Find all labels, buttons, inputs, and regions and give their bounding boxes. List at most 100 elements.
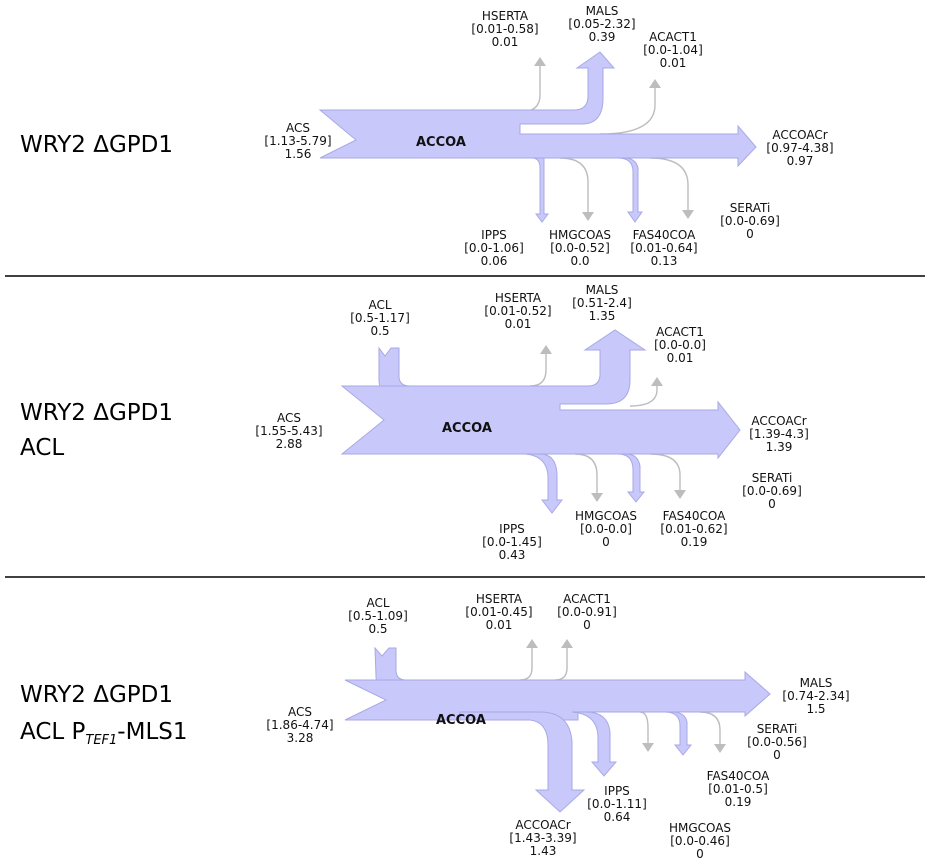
thin-flow-heads [534, 57, 694, 221]
flux-label-hserta: HSERTA [0.01-0.45] 0.01 [465, 592, 532, 632]
svg-text:0.19: 0.19 [681, 535, 708, 549]
strain-label: ACL PTEF1-MLS1 [20, 719, 188, 748]
svg-text:0.01: 0.01 [492, 35, 519, 49]
flux-label-accoacr: ACCOACr [1.39-4.3] 1.39 [749, 414, 809, 454]
thin-flow-heads [526, 639, 726, 753]
svg-text:[0.0-0.52]: [0.0-0.52] [550, 241, 610, 255]
flux-label-fas40coa: FAS40COA [0.01-0.64] 0.13 [630, 228, 697, 268]
panel-2: WRY2 ΔGPD1 ACL ACCOA ACL [0.5-1.17] 0.5 … [20, 283, 809, 562]
svg-text:[0.0-1.11]: [0.0-1.11] [587, 797, 647, 811]
svg-text:[0.01-0.52]: [0.01-0.52] [484, 304, 551, 318]
flux-label-hmgcoas: HMGCOAS [0.0-0.0] 0 [575, 509, 637, 549]
svg-text:ACCOACr: ACCOACr [515, 818, 570, 832]
svg-text:3.28: 3.28 [287, 731, 314, 745]
ipps-flow [571, 711, 618, 777]
flux-label-ipps: IPPS [0.0-1.45] 0.43 [482, 522, 542, 562]
svg-text:[0.0-0.69]: [0.0-0.69] [742, 484, 802, 498]
svg-text:0: 0 [746, 227, 754, 241]
svg-text:0.01: 0.01 [660, 56, 687, 70]
accoacr-flow [459, 711, 586, 813]
flux-label-acs: ACS [1.86-4.74] 3.28 [266, 705, 333, 745]
svg-text:0: 0 [602, 535, 610, 549]
svg-text:0.5: 0.5 [368, 622, 387, 636]
flux-label-hmgcoas: HMGCOAS [0.0-0.46] 0 [669, 821, 731, 861]
svg-text:FAS40COA: FAS40COA [707, 769, 771, 783]
svg-text:[0.5-1.09]: [0.5-1.09] [348, 609, 408, 623]
flux-label-acact1: ACACT1 [0.0-0.91] 0 [557, 592, 617, 632]
flux-label-ipps: IPPS [0.0-1.06] 0.06 [464, 228, 524, 268]
main-flow-arrow [340, 329, 741, 460]
svg-text:ACL: ACL [368, 298, 391, 312]
fas40coa-flow [617, 157, 643, 223]
svg-text:HMGCOAS: HMGCOAS [575, 509, 637, 523]
svg-text:SERATi: SERATi [752, 471, 793, 485]
flux-label-serati: SERATi [0.0-0.56] 0 [747, 722, 807, 762]
flux-label-acs: ACS [1.13-5.79] 1.56 [264, 121, 331, 161]
fas40coa-flow [664, 711, 693, 756]
node-label: ACCOA [442, 421, 492, 436]
svg-text:IPPS: IPPS [604, 784, 630, 798]
svg-text:[0.0-1.04]: [0.0-1.04] [643, 43, 703, 57]
svg-text:[0.97-4.38]: [0.97-4.38] [766, 141, 833, 155]
svg-text:MALS: MALS [586, 4, 619, 18]
flux-label-acl: ACL [0.5-1.17] 0.5 [350, 298, 410, 338]
fas40coa-flow [617, 453, 646, 503]
svg-text:1.5: 1.5 [806, 702, 825, 716]
svg-text:ACS: ACS [288, 705, 312, 719]
flux-label-hserta: HSERTA [0.01-0.52] 0.01 [484, 291, 551, 331]
svg-text:[0.01-0.64]: [0.01-0.64] [630, 241, 697, 255]
svg-text:HMGCOAS: HMGCOAS [669, 821, 731, 835]
svg-text:[0.0-0.69]: [0.0-0.69] [720, 214, 780, 228]
svg-text:1.35: 1.35 [589, 309, 616, 323]
svg-text:[1.43-3.39]: [1.43-3.39] [509, 831, 576, 845]
main-flow-arrow [344, 670, 771, 721]
panel-1: WRY2 ΔGPD1 ACCOA ACS [1.13-5.79] 1.56 HS… [20, 4, 834, 268]
svg-text:1.56: 1.56 [285, 147, 312, 161]
svg-text:0.01: 0.01 [486, 618, 513, 632]
svg-text:ACL: ACL [366, 596, 389, 610]
svg-text:0.19: 0.19 [725, 795, 752, 809]
flux-label-accoacr: ACCOACr [1.43-3.39] 1.43 [509, 818, 576, 858]
svg-text:0.97: 0.97 [787, 154, 814, 168]
svg-text:ACCOACr: ACCOACr [751, 414, 806, 428]
thin-flow-heads [540, 345, 686, 502]
svg-text:0.01: 0.01 [667, 351, 694, 365]
flux-label-hserta: HSERTA [0.01-0.58] 0.01 [471, 9, 538, 49]
svg-text:IPPS: IPPS [481, 228, 507, 242]
svg-text:[1.86-4.74]: [1.86-4.74] [266, 718, 333, 732]
panel-3: WRY2 ΔGPD1 ACL PTEF1-MLS1 ACCOA ACL [0.5… [20, 592, 850, 861]
ipps-flow [524, 453, 564, 514]
node-label: ACCOA [416, 135, 466, 150]
strain-line: ACL P [20, 719, 86, 745]
svg-text:[0.0-1.06]: [0.0-1.06] [464, 241, 524, 255]
svg-text:0: 0 [696, 847, 704, 861]
strain-label: WRY2 ΔGPD1 [20, 132, 173, 158]
svg-text:FAS40COA: FAS40COA [633, 228, 697, 242]
promoter-subscript: TEF1 [85, 733, 117, 748]
svg-text:ACACT1: ACACT1 [649, 30, 697, 44]
flux-label-acact1: ACACT1 [0.0-1.04] 0.01 [643, 30, 703, 70]
flux-label-fas40coa: FAS40COA [0.01-0.5] 0.19 [707, 769, 771, 809]
svg-text:[0.05-2.32]: [0.05-2.32] [568, 17, 635, 31]
svg-text:ACS: ACS [277, 411, 301, 425]
svg-text:ACS: ACS [286, 121, 310, 135]
svg-text:[0.0-0.0]: [0.0-0.0] [580, 522, 632, 536]
svg-text:[1.39-4.3]: [1.39-4.3] [749, 427, 809, 441]
svg-text:ACCOACr: ACCOACr [772, 128, 827, 142]
svg-text:0.43: 0.43 [499, 548, 526, 562]
svg-text:[0.51-2.4]: [0.51-2.4] [572, 296, 632, 310]
svg-text:[0.0-0.0]: [0.0-0.0] [654, 338, 706, 352]
svg-text:0.0: 0.0 [570, 254, 589, 268]
flux-label-fas40coa: FAS40COA [0.01-0.62] 0.19 [660, 509, 727, 549]
flux-label-hmgcoas: HMGCOAS [0.0-0.52] 0.0 [549, 228, 611, 268]
svg-text:[0.0-0.91]: [0.0-0.91] [557, 605, 617, 619]
svg-text:2.88: 2.88 [276, 437, 303, 451]
flux-label-mals: MALS [0.51-2.4] 1.35 [572, 283, 632, 323]
svg-text:[0.01-0.58]: [0.01-0.58] [471, 22, 538, 36]
svg-text:ACACT1: ACACT1 [656, 325, 704, 339]
svg-text:HMGCOAS: HMGCOAS [549, 228, 611, 242]
flux-label-mals: MALS [0.05-2.32] 0.39 [568, 4, 635, 44]
svg-text:HSERTA: HSERTA [482, 9, 529, 23]
svg-text:[0.0-0.56]: [0.0-0.56] [747, 735, 807, 749]
